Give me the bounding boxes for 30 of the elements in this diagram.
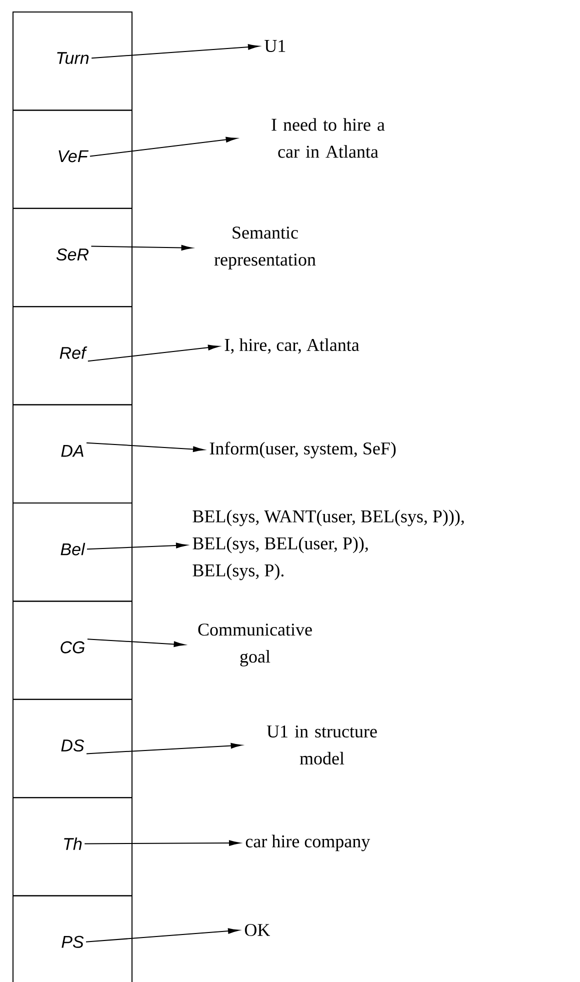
text-label: U1 (264, 40, 286, 52)
arrow (86, 542, 187, 550)
arrow (84, 840, 240, 846)
arrow (86, 638, 185, 647)
arrow (86, 442, 204, 452)
cell: Turn (12, 12, 132, 111)
arrow (86, 928, 239, 942)
cell: Ref (12, 306, 132, 406)
arrow (90, 244, 192, 251)
arrow (91, 44, 259, 59)
cell: DA (12, 404, 132, 504)
text-label: car hire company (246, 834, 370, 852)
arrow (89, 136, 237, 157)
arrow (86, 742, 242, 754)
text-label: U1 in structure model (266, 725, 377, 765)
cell: Th (12, 797, 132, 896)
cell: CG (12, 600, 132, 700)
cell: VeF (12, 110, 132, 209)
cell: Bel (12, 502, 132, 602)
cell: DS (12, 698, 132, 798)
text-label: I need to hire a car in Atlanta (272, 118, 385, 158)
text-label: Inform(user, system, SeF) (210, 442, 396, 458)
text-label: Semantic representation (214, 226, 316, 270)
cell: SeR (12, 208, 132, 308)
text-label: OK (244, 924, 270, 936)
text-label: I, hire, car, Atlanta (224, 338, 360, 354)
cell: PS (12, 895, 132, 982)
arrow (87, 344, 219, 362)
text-label: Communicative goal (198, 624, 312, 666)
text-label: BEL(sys, WANT(user, BEL(sys, P))), BEL(sys, BEL(user, P)), BEL(sys, P). (192, 510, 464, 580)
